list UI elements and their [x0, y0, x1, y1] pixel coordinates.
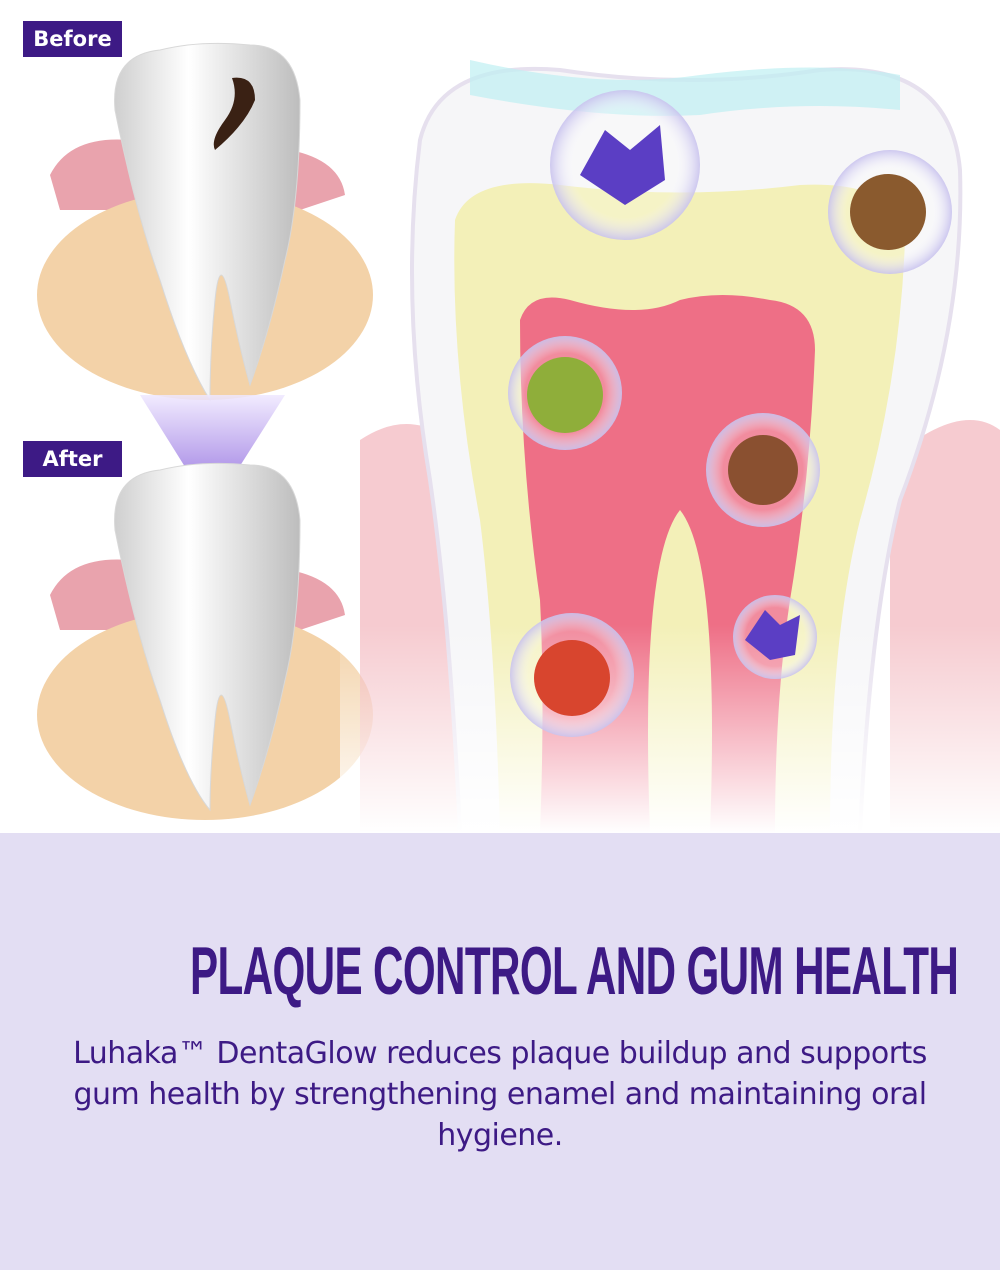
- decayed-tooth-illustration: [37, 42, 373, 402]
- healthy-tooth-illustration: [37, 462, 373, 820]
- info-panel: PLAQUE CONTROL AND GUM HEALTH Luhaka™ De…: [0, 833, 1000, 1270]
- after-label: After: [23, 441, 122, 477]
- down-arrow-icon: [140, 395, 285, 510]
- before-label: Before: [23, 21, 122, 57]
- illustration-area: [37, 0, 1000, 833]
- description: Luhaka™ DentaGlow reduces plaque buildup…: [73, 1036, 927, 1153]
- headline: PLAQUE CONTROL AND GUM HEALTH: [190, 933, 959, 1009]
